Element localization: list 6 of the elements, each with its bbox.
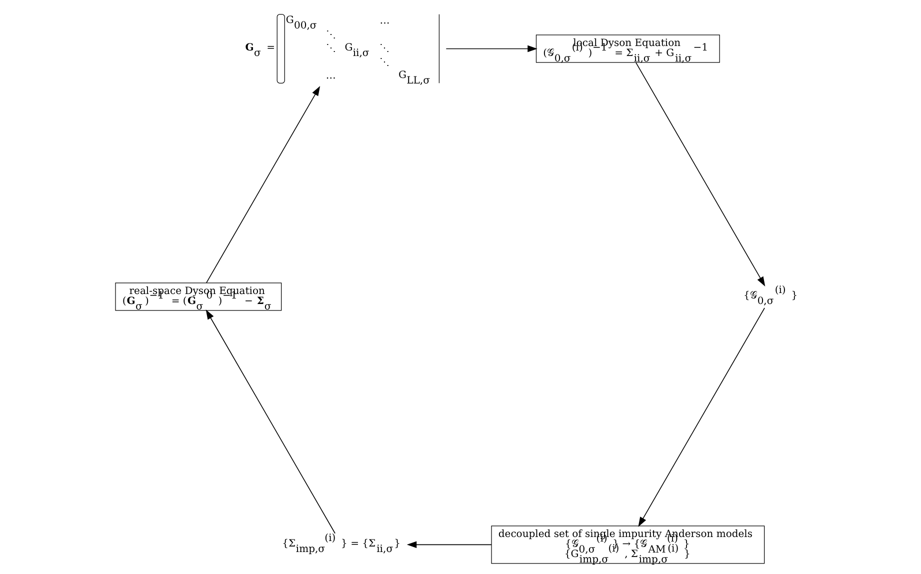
- arrow: [206, 86, 320, 284]
- arrow: [446, 45, 538, 52]
- arrow: [638, 308, 765, 527]
- arrow: [206, 310, 336, 534]
- arrow: [406, 541, 492, 548]
- arrow: [636, 62, 766, 286]
